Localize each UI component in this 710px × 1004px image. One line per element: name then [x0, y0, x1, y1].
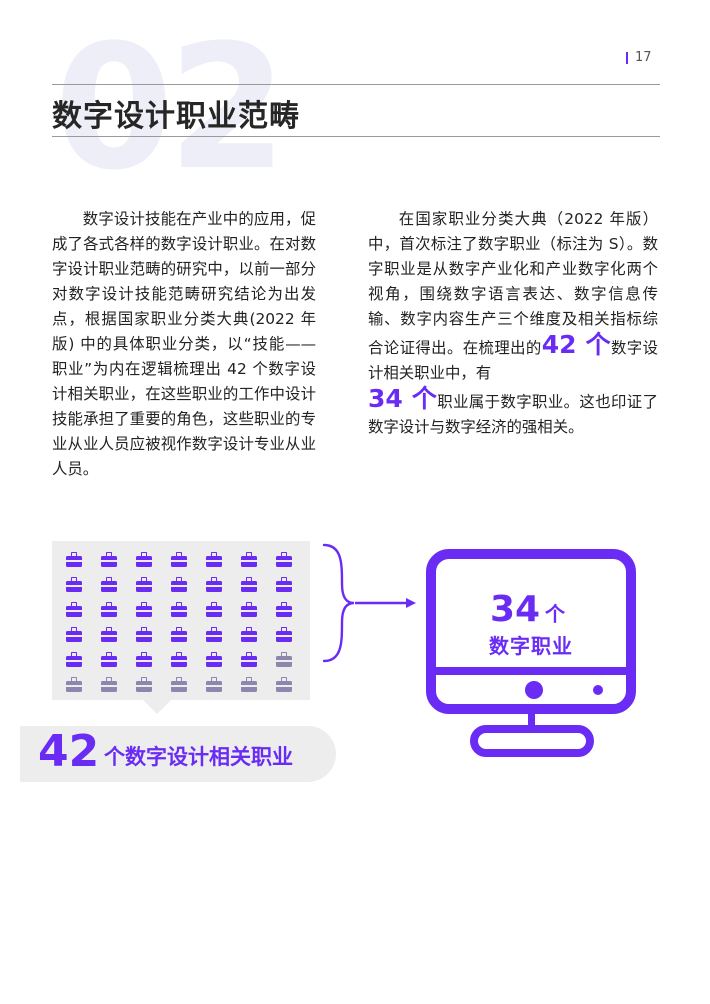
briefcase-icon — [206, 677, 222, 692]
briefcase-icon — [206, 627, 222, 642]
briefcase-icon — [101, 652, 117, 667]
briefcase-icon — [101, 602, 117, 617]
left-column: 数字设计技能在产业中的应用，促成了各式各样的数字设计职业。在对数字设计职业范畴的… — [52, 207, 316, 482]
total-band — [20, 726, 336, 782]
briefcase-icon — [276, 552, 292, 567]
briefcase-icon — [241, 652, 257, 667]
briefcase-icon-grid — [66, 552, 292, 692]
briefcase-icon — [136, 627, 152, 642]
briefcase-icon — [101, 552, 117, 567]
briefcase-icon — [136, 602, 152, 617]
briefcase-icon — [276, 677, 292, 692]
highlight-42: 42 个 — [541, 330, 611, 359]
section-number-watermark: 02 — [54, 7, 287, 208]
briefcase-icon — [171, 627, 187, 642]
right-text-part3: 职业属于数字职业。这也印证了数字设计与数字经济的强相关。 — [368, 393, 658, 436]
digital-label: 数字职业 — [489, 634, 573, 658]
briefcase-icon — [276, 577, 292, 592]
briefcase-icon — [136, 552, 152, 567]
briefcase-icon — [241, 552, 257, 567]
briefcase-icon — [206, 602, 222, 617]
briefcase-icon — [101, 627, 117, 642]
briefcase-icon — [276, 627, 292, 642]
briefcase-icon — [276, 602, 292, 617]
right-column: 在国家职业分类大典（2022 年版）中，首次标注了数字职业（标注为 S）。数字职… — [368, 207, 658, 440]
briefcase-icon — [276, 652, 292, 667]
page-number-bar — [626, 51, 628, 64]
briefcase-icon — [66, 602, 82, 617]
briefcase-icon — [206, 577, 222, 592]
briefcase-icon — [136, 577, 152, 592]
briefcase-icon — [66, 677, 82, 692]
right-paragraph: 在国家职业分类大典（2022 年版）中，首次标注了数字职业（标注为 S）。数字职… — [368, 207, 658, 440]
briefcase-icon — [241, 577, 257, 592]
highlight-34: 34 个 — [368, 384, 438, 413]
right-text-part1: 在国家职业分类大典（2022 年版）中，首次标注了数字职业（标注为 S）。数字职… — [368, 210, 658, 357]
briefcase-icon — [206, 652, 222, 667]
briefcase-icon — [206, 552, 222, 567]
page-number: 17 — [626, 50, 652, 65]
briefcase-icon — [66, 652, 82, 667]
total-count: 42 — [38, 726, 100, 777]
section-title: 数字设计职业范畴 — [52, 99, 300, 134]
monitor-icon — [426, 549, 636, 757]
briefcase-icon — [171, 677, 187, 692]
briefcase-icon — [66, 552, 82, 567]
panel-pointer — [143, 700, 171, 714]
briefcase-icon — [101, 677, 117, 692]
title-rule-top — [52, 84, 660, 85]
briefcase-icon — [171, 652, 187, 667]
briefcase-icon — [66, 627, 82, 642]
total-label: 个数字设计相关职业 — [104, 745, 293, 769]
title-rule-bottom — [52, 136, 660, 137]
brace-arrow-icon — [322, 543, 416, 663]
icon-grid-panel — [52, 541, 310, 700]
briefcase-icon — [241, 627, 257, 642]
briefcase-icon — [241, 677, 257, 692]
briefcase-icon — [241, 602, 257, 617]
briefcase-icon — [171, 602, 187, 617]
briefcase-icon — [66, 577, 82, 592]
briefcase-icon — [136, 652, 152, 667]
page-number-text: 17 — [635, 50, 652, 65]
briefcase-icon — [171, 577, 187, 592]
digital-count: 34 — [490, 589, 541, 630]
briefcase-icon — [171, 552, 187, 567]
briefcase-icon — [136, 677, 152, 692]
briefcase-icon — [101, 577, 117, 592]
digital-unit: 个 — [545, 602, 565, 626]
right-text-part2: 数字设计相关职业中，有 — [368, 339, 658, 382]
left-paragraph: 数字设计技能在产业中的应用，促成了各式各样的数字设计职业。在对数字设计职业范畴的… — [52, 210, 316, 478]
